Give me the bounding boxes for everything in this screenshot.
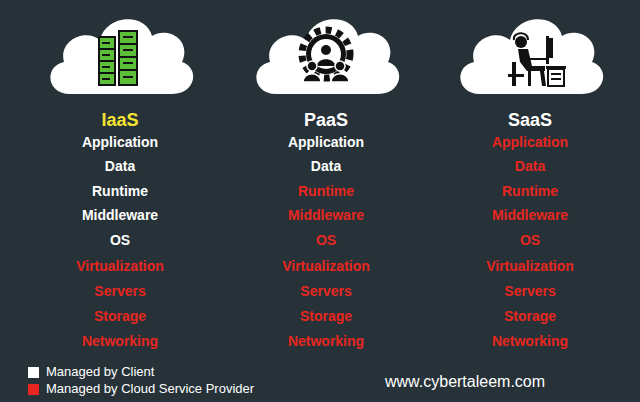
cloud-shape bbox=[452, 10, 608, 98]
layer-label: Middleware bbox=[492, 207, 568, 223]
layer-label: Runtime bbox=[502, 183, 558, 199]
column-heading: PaaS bbox=[304, 110, 348, 131]
layer-label: Application bbox=[492, 134, 568, 150]
layer-label: Virtualization bbox=[76, 258, 164, 274]
column-heading: SaaS bbox=[508, 110, 552, 131]
layer-label: Virtualization bbox=[282, 258, 370, 274]
legend-swatch bbox=[28, 367, 39, 378]
layer-label: Networking bbox=[492, 333, 568, 349]
layer-label: Storage bbox=[504, 308, 556, 324]
layer-label: Data bbox=[311, 158, 341, 174]
layer-label: Middleware bbox=[82, 207, 158, 223]
layer-label: Storage bbox=[94, 308, 146, 324]
layer-label: Application bbox=[288, 134, 364, 150]
layer-label: Runtime bbox=[92, 183, 148, 199]
layer-label: Networking bbox=[288, 333, 364, 349]
cloud-shape bbox=[42, 10, 198, 98]
layer-label: Servers bbox=[94, 283, 145, 299]
website-url: www.cybertaleem.com bbox=[385, 373, 545, 391]
layer-label: Data bbox=[105, 158, 135, 174]
layer-label: Data bbox=[515, 158, 545, 174]
layer-label: Storage bbox=[300, 308, 352, 324]
cloud-node: IaaS bbox=[42, 10, 198, 98]
cloud-node: PaaS bbox=[248, 10, 404, 98]
layer-label: Virtualization bbox=[486, 258, 574, 274]
column-heading: IaaS bbox=[101, 110, 138, 131]
layer-label: Application bbox=[82, 134, 158, 150]
legend-text: Managed by Cloud Service Provider bbox=[46, 381, 254, 396]
legend-swatch bbox=[28, 384, 39, 395]
layer-label: OS bbox=[316, 232, 336, 248]
cloud-shape bbox=[248, 10, 404, 98]
cloud-node: SaaS bbox=[452, 10, 608, 98]
layer-label: Servers bbox=[504, 283, 555, 299]
legend-text: Managed by Client bbox=[46, 364, 154, 379]
layer-label: OS bbox=[110, 232, 130, 248]
layer-label: Middleware bbox=[288, 207, 364, 223]
layer-label: OS bbox=[520, 232, 540, 248]
layer-label: Runtime bbox=[298, 183, 354, 199]
layer-label: Networking bbox=[82, 333, 158, 349]
layer-label: Servers bbox=[300, 283, 351, 299]
